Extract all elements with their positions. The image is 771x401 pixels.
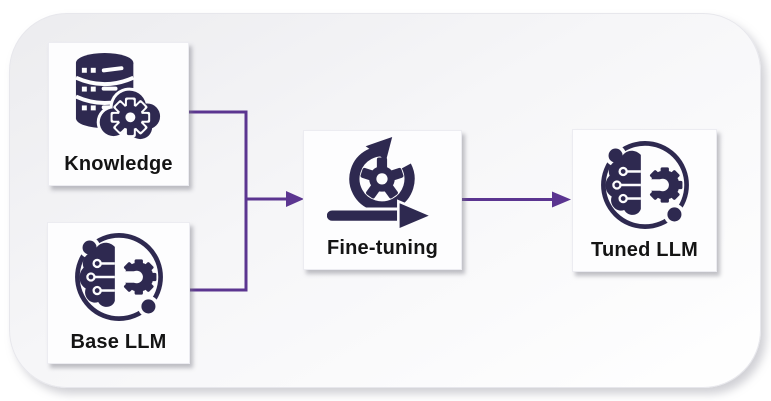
brain-circuit-gear-icon bbox=[573, 130, 716, 239]
node-base-llm: Base LLM bbox=[47, 222, 190, 364]
node-label-tuned-llm: Tuned LLM bbox=[591, 239, 698, 261]
node-tuned-llm: Tuned LLM bbox=[572, 129, 717, 272]
node-knowledge: Knowledge bbox=[48, 42, 189, 186]
node-label-base-llm: Base LLM bbox=[70, 331, 167, 353]
database-gear-icon bbox=[49, 43, 188, 153]
iteration-gear-icon bbox=[304, 131, 461, 237]
node-label-fine-tuning: Fine-tuning bbox=[326, 237, 439, 259]
node-fine-tuning: Fine-tuning bbox=[303, 130, 462, 270]
node-label-knowledge: Knowledge bbox=[64, 153, 173, 175]
brain-circuit-gear-icon bbox=[48, 223, 189, 331]
